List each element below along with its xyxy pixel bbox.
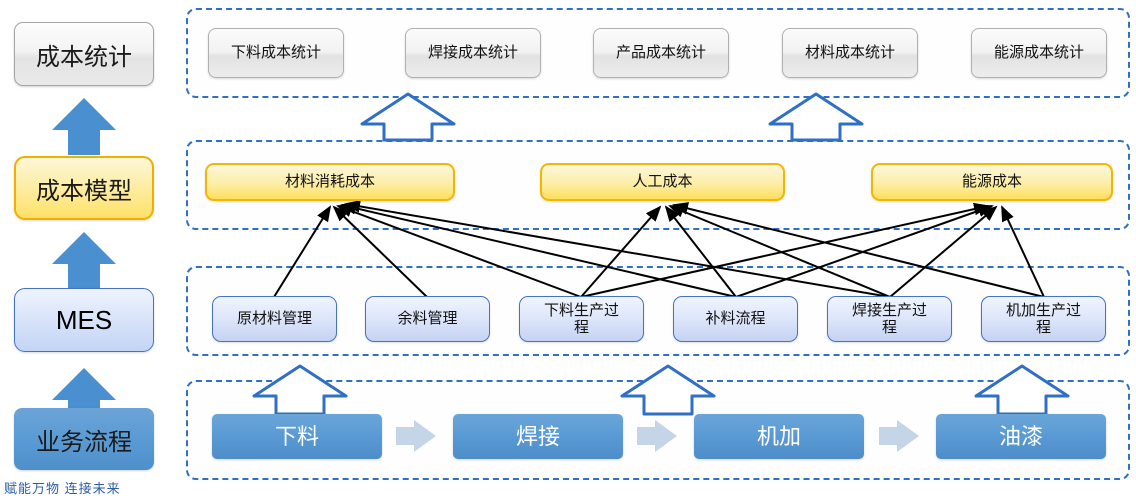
business-node-1[interactable]: 焊接 xyxy=(453,414,623,459)
cost-model-label-2: 能源成本 xyxy=(961,173,1022,191)
business-node-2[interactable]: 机加 xyxy=(694,414,864,459)
stat-node-label-2: 产品成本统计 xyxy=(615,44,706,62)
business-node-3[interactable]: 油漆 xyxy=(936,414,1106,459)
mes-node-label-1: 余料管理 xyxy=(397,310,458,328)
layer-label-cost-statistics: 成本统计 xyxy=(36,43,132,71)
stat-node-0[interactable]: 下料成本统计 xyxy=(208,28,344,78)
layer-box-cost-model[interactable]: 成本模型 xyxy=(14,156,154,220)
mes-node-0[interactable]: 原材料管理 xyxy=(212,296,337,342)
layer-box-mes[interactable]: MES xyxy=(14,288,154,352)
mes-node-1[interactable]: 余料管理 xyxy=(365,296,490,342)
business-node-label-2: 机加 xyxy=(756,423,801,449)
hollow-arrow-model-to-stats-1 xyxy=(360,92,456,142)
business-node-0[interactable]: 下料 xyxy=(212,414,382,459)
mes-node-label-3: 补料流程 xyxy=(705,310,766,328)
layer-label-business-process: 业务流程 xyxy=(36,428,132,456)
cost-model-node-0[interactable]: 材料消耗成本 xyxy=(205,163,455,201)
layer-box-cost-statistics[interactable]: 成本统计 xyxy=(14,22,154,86)
stat-node-label-1: 焊接成本统计 xyxy=(427,44,518,62)
mes-node-2[interactable]: 下料生产过程 xyxy=(519,296,644,342)
stat-node-label-4: 能源成本统计 xyxy=(993,44,1084,62)
layer-box-business-process[interactable]: 业务流程 xyxy=(14,408,154,470)
stat-node-4[interactable]: 能源成本统计 xyxy=(971,28,1107,78)
mes-node-5[interactable]: 机加生产过程 xyxy=(981,296,1106,342)
watermark-text: 赋能万物 连接未来 xyxy=(4,481,121,496)
stat-node-label-0: 下料成本统计 xyxy=(230,44,321,62)
stat-node-label-3: 材料成本统计 xyxy=(804,44,895,62)
layer-label-mes: MES xyxy=(55,304,113,335)
stat-node-2[interactable]: 产品成本统计 xyxy=(593,28,729,78)
arrow-costmodel-to-statistics xyxy=(52,98,116,155)
layer-label-cost-model: 成本模型 xyxy=(36,177,132,205)
hollow-arrow-model-to-stats-2 xyxy=(768,92,864,142)
business-node-label-0: 下料 xyxy=(274,423,319,449)
mes-node-label-5: 机加生产过程 xyxy=(1005,301,1081,336)
mes-node-4[interactable]: 焊接生产过程 xyxy=(827,296,952,342)
cost-model-node-2[interactable]: 能源成本 xyxy=(871,163,1113,201)
arrow-mes-to-costmodel xyxy=(52,232,116,289)
mes-node-label-0: 原材料管理 xyxy=(236,310,312,328)
mes-node-3[interactable]: 补料流程 xyxy=(673,296,798,342)
mes-node-label-2: 下料生产过程 xyxy=(543,301,619,336)
cost-model-label-0: 材料消耗成本 xyxy=(284,173,375,191)
cost-model-label-1: 人工成本 xyxy=(632,173,693,191)
business-node-label-3: 油漆 xyxy=(998,423,1043,449)
business-node-label-1: 焊接 xyxy=(515,423,560,449)
mes-node-label-4: 焊接生产过程 xyxy=(851,301,927,336)
stat-node-3[interactable]: 材料成本统计 xyxy=(782,28,918,78)
stat-node-1[interactable]: 焊接成本统计 xyxy=(405,28,541,78)
cost-model-node-1[interactable]: 人工成本 xyxy=(540,163,785,201)
